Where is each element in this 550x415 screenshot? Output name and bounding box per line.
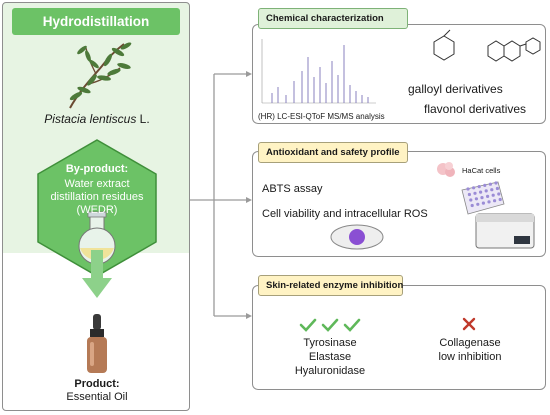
- enzyme-collagenase: Collagenase: [439, 337, 501, 349]
- enzyme-tyrosinase: Tyrosinase: [303, 337, 357, 349]
- plate-reader-image: [475, 213, 535, 249]
- well: [483, 183, 487, 187]
- chromatogram-image: [261, 39, 376, 104]
- well: [494, 181, 498, 185]
- flavonol-structure-image: [487, 37, 541, 62]
- product-title: Product:: [74, 378, 120, 390]
- well: [479, 190, 483, 194]
- well: [487, 200, 491, 204]
- collagenase-low-inhibition: low inhibition: [438, 351, 502, 363]
- down-arrow-icon: [82, 250, 112, 298]
- well: [469, 198, 473, 202]
- well: [473, 191, 477, 195]
- well: [484, 189, 488, 193]
- species-name-italic: Pistacia lentiscus: [44, 112, 137, 126]
- enzyme-elastase: Elastase: [308, 351, 352, 363]
- well: [491, 193, 495, 197]
- well: [490, 188, 494, 192]
- product-description: Essential Oil: [66, 391, 128, 403]
- check-marks-icon: [299, 318, 361, 332]
- hacat-cells-label: HaCat cells: [462, 166, 501, 175]
- well: [486, 194, 490, 198]
- collagenase-result: Collagenase low inhibition: [420, 336, 520, 364]
- well: [470, 203, 474, 208]
- enzyme-inhibition-box: [252, 285, 546, 390]
- abts-assay-label: ABTS assay: [262, 183, 323, 195]
- enzyme-hyaluronidase: Hyaluronidase: [294, 365, 366, 377]
- essential-oil-bottle-icon: [87, 314, 107, 373]
- flavonol-derivatives-label: flavonol derivatives: [424, 102, 527, 116]
- gallic-acid-structure-image: [433, 29, 455, 61]
- well: [477, 185, 481, 189]
- chemical-characterization-tag: Chemical characterization: [258, 8, 408, 29]
- cell-viability-label: Cell viability and intracellular ROS: [262, 208, 428, 220]
- byproduct-description: Water extract distillation residues (WED…: [50, 178, 144, 216]
- species-name: Pistacia lentiscus L.: [10, 112, 184, 126]
- hacat-cells-icon: [437, 162, 455, 177]
- well: [474, 197, 478, 201]
- well: [472, 186, 476, 190]
- well: [488, 182, 492, 186]
- antioxidant-safety-tag: Antioxidant and safety profile: [258, 142, 408, 163]
- well: [476, 202, 480, 206]
- enzyme-list: Tyrosinase Elastase Hyaluronidase: [280, 336, 380, 378]
- analysis-label: (HR) LC-ESI-QToF MS/MS analysis: [258, 112, 385, 121]
- well: [498, 197, 502, 202]
- well: [480, 196, 484, 200]
- well: [467, 192, 471, 197]
- well: [466, 187, 470, 191]
- well: [481, 201, 485, 205]
- species-name-suffix: L.: [136, 112, 150, 126]
- well: [495, 186, 499, 191]
- hydrodistillation-header: Hydrodistillation: [12, 8, 180, 35]
- well: [493, 199, 497, 203]
- chemical-characterization-box: [252, 24, 546, 124]
- well-plate-image: [461, 181, 505, 215]
- pistacia-plant-image: [69, 42, 132, 109]
- cross-icon: [462, 317, 476, 331]
- enzyme-inhibition-tag: Skin-related enzyme inhibition: [258, 275, 403, 296]
- galloyl-derivatives-label: galloyl derivatives: [408, 82, 503, 96]
- left-panel: [2, 2, 190, 411]
- byproduct-title: By-product:: [65, 163, 129, 175]
- cell-ros-icon: [330, 224, 384, 250]
- well: [497, 192, 501, 196]
